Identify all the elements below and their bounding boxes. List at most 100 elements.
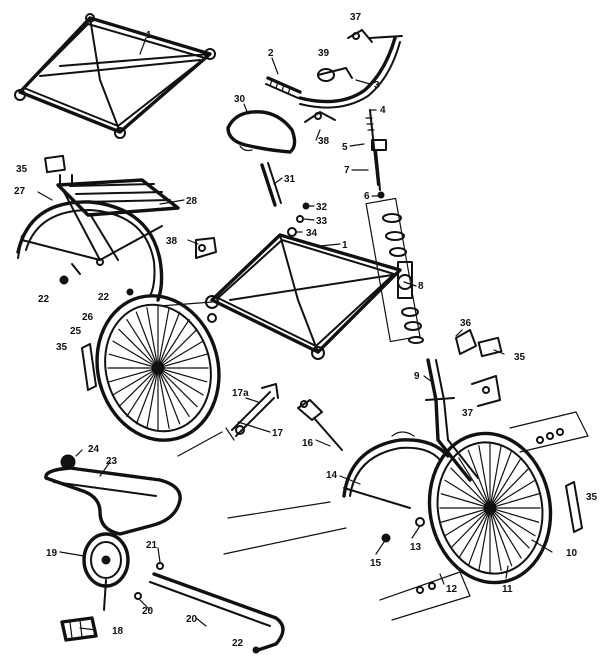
spoke (146, 367, 159, 430)
assembly-lines (159, 301, 347, 555)
label-7: 7 (344, 165, 350, 176)
label-13: 13 (410, 542, 422, 553)
spoke (157, 311, 181, 369)
grip-left (265, 76, 302, 99)
front-fork (425, 358, 479, 482)
label-38-left: 38 (166, 236, 178, 247)
label-5: 5 (342, 142, 348, 153)
label-17a: 17a (232, 388, 249, 399)
spoke (157, 353, 208, 369)
spoke (467, 449, 491, 509)
front-fender (342, 431, 450, 509)
rear-wheel (95, 294, 221, 442)
spoke (157, 367, 190, 418)
handlebar (298, 35, 403, 109)
spoke (157, 367, 170, 430)
spoke (108, 353, 159, 369)
spoke (458, 507, 491, 559)
label-14: 14 (326, 470, 338, 481)
spoke (118, 328, 159, 369)
label-3: 3 (374, 80, 380, 91)
spoke (489, 467, 530, 509)
chain-guard (149, 572, 285, 652)
label-24: 24 (88, 444, 100, 455)
label-22-left: 22 (38, 294, 50, 305)
label-33: 33 (316, 216, 328, 227)
spoke (478, 507, 491, 571)
label-35-rack: 35 (16, 164, 28, 175)
spoke (444, 479, 491, 509)
label-1-top: 1 (146, 30, 152, 41)
hub-assembly-box (379, 411, 589, 621)
leader-lines (37, 37, 553, 631)
label-15: 15 (370, 558, 382, 569)
saddle (226, 110, 297, 154)
spoke (440, 507, 491, 523)
label-4: 4 (380, 105, 386, 116)
chain (44, 466, 182, 536)
lever-38-top (304, 111, 336, 123)
bolt-22-rear (59, 263, 134, 296)
spoke (157, 328, 198, 369)
spoke (126, 318, 159, 369)
spoke (489, 479, 536, 509)
frame-top-left (14, 13, 216, 139)
spoke (467, 507, 491, 567)
front-brake-37 (471, 375, 501, 407)
spoke (489, 507, 502, 571)
label-10: 10 (566, 548, 578, 559)
rear-fender (16, 200, 164, 302)
spoke (157, 340, 204, 369)
label-28: 28 (186, 196, 198, 207)
label-35-right-reflector: 35 (586, 492, 598, 503)
spoke (489, 493, 540, 509)
spoke (126, 367, 159, 418)
bracket-38 (195, 237, 217, 259)
label-18: 18 (112, 626, 124, 637)
spoke (440, 493, 491, 509)
label-20-guard: 20 (186, 614, 198, 625)
label-17: 17 (272, 428, 284, 439)
spoke (450, 507, 491, 549)
fitting-36 (455, 329, 477, 355)
label-25: 25 (70, 326, 82, 337)
spoke (157, 367, 198, 408)
label-36: 36 (460, 318, 472, 329)
frame-center (205, 233, 413, 360)
lamp-16 (297, 399, 343, 451)
rear-brake-assembly (225, 383, 279, 441)
spoke (118, 367, 159, 408)
spoke (489, 507, 536, 537)
headset-stack (365, 109, 424, 344)
label-20-small: 20 (142, 606, 154, 617)
label-12: 12 (446, 584, 458, 595)
reflector-rack (44, 154, 66, 174)
spoke (489, 449, 513, 509)
label-22-bottom: 22 (232, 638, 244, 649)
reflector-right (565, 481, 583, 533)
seat-post (260, 162, 282, 207)
spoke (157, 367, 204, 396)
label-30: 30 (234, 94, 246, 105)
spoke (135, 367, 159, 425)
rear-rack (56, 174, 180, 266)
spoke (450, 467, 491, 509)
spoke (444, 507, 491, 537)
spoke (157, 318, 190, 369)
spoke (489, 507, 513, 567)
chainwheel (82, 532, 130, 611)
spoke (157, 306, 170, 369)
small-parts-lower (134, 562, 260, 654)
label-32: 32 (316, 202, 328, 213)
spoke (135, 311, 159, 369)
spacer-hub (207, 313, 217, 323)
spoke (146, 306, 159, 369)
spoke (489, 457, 522, 509)
reflector-right-top (477, 336, 503, 358)
label-9: 9 (414, 371, 420, 382)
spoke (489, 507, 530, 549)
spoke (157, 367, 208, 383)
spoke (112, 367, 159, 396)
